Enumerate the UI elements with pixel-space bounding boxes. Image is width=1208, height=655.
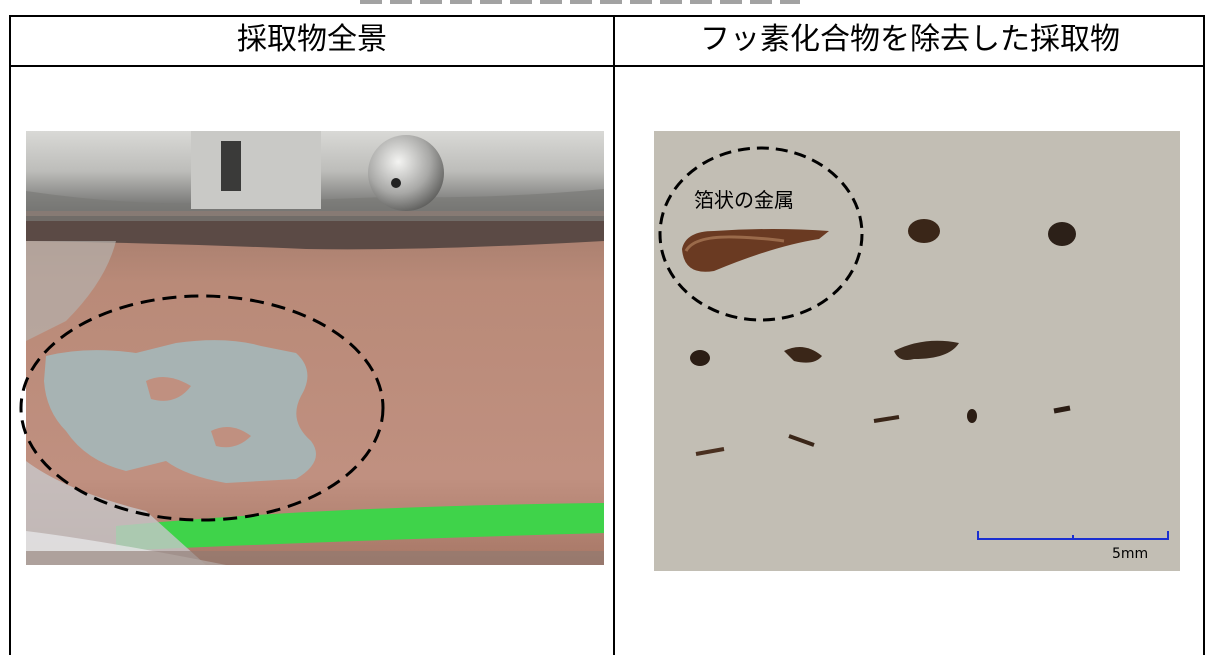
cropped-caption	[0, 0, 1208, 15]
overall-view-photo	[26, 131, 604, 565]
table-border-top	[9, 15, 1205, 17]
header-overall-view: 採取物全景	[237, 22, 387, 57]
table-border-left	[9, 15, 11, 655]
cleaned-sample-photo	[654, 131, 1180, 571]
table-header-divider	[9, 65, 1205, 67]
scale-bar	[977, 531, 1169, 540]
table-border-right	[1203, 15, 1205, 655]
comparison-table	[9, 15, 1205, 655]
left-dashed-ellipse	[19, 294, 385, 522]
header-fluoride-removed: フッ素化合物を除去した採取物	[700, 22, 1120, 57]
annotation-label-foil-metal: 箔状の金属	[694, 188, 794, 212]
table-column-divider	[613, 15, 615, 655]
right-dashed-circle	[658, 146, 864, 322]
scale-bar-label: 5mm	[1112, 546, 1149, 562]
